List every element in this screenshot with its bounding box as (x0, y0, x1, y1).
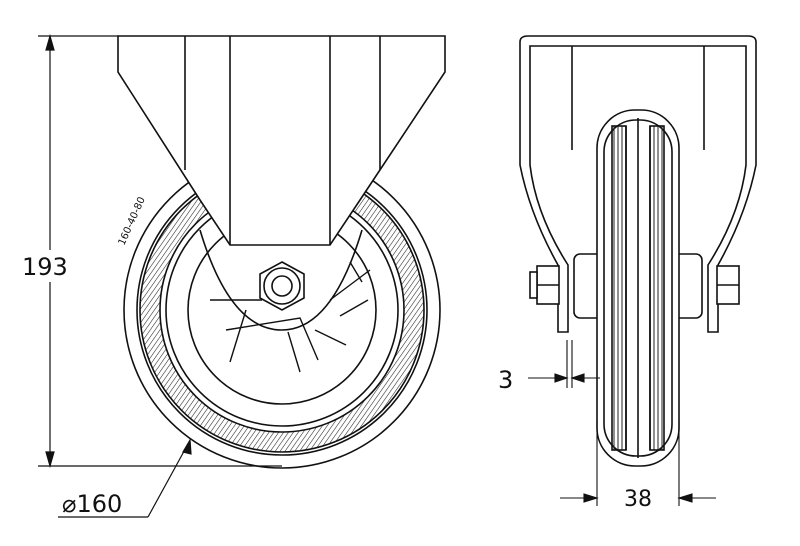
left-bolt-tip (529, 271, 538, 299)
side-bracket (519, 35, 757, 333)
side-tread-left (611, 125, 627, 451)
height-dimension-label: 193 (22, 253, 68, 281)
side-tread-right (649, 125, 665, 451)
diameter-leader (58, 438, 192, 518)
width-dimension-label: 38 (624, 487, 652, 512)
axle-nut-hex (259, 261, 305, 311)
axle-nut-inner (271, 275, 293, 297)
offset-dimension-label: 3 (498, 366, 513, 394)
offset-dimension (528, 340, 600, 388)
width-dimension (560, 420, 716, 506)
front-view (117, 35, 446, 469)
hub-spokes (210, 261, 371, 373)
diameter-dimension-label: ⌀160 (62, 490, 122, 518)
axle-nut-outer (263, 267, 301, 305)
side-view (519, 35, 757, 467)
